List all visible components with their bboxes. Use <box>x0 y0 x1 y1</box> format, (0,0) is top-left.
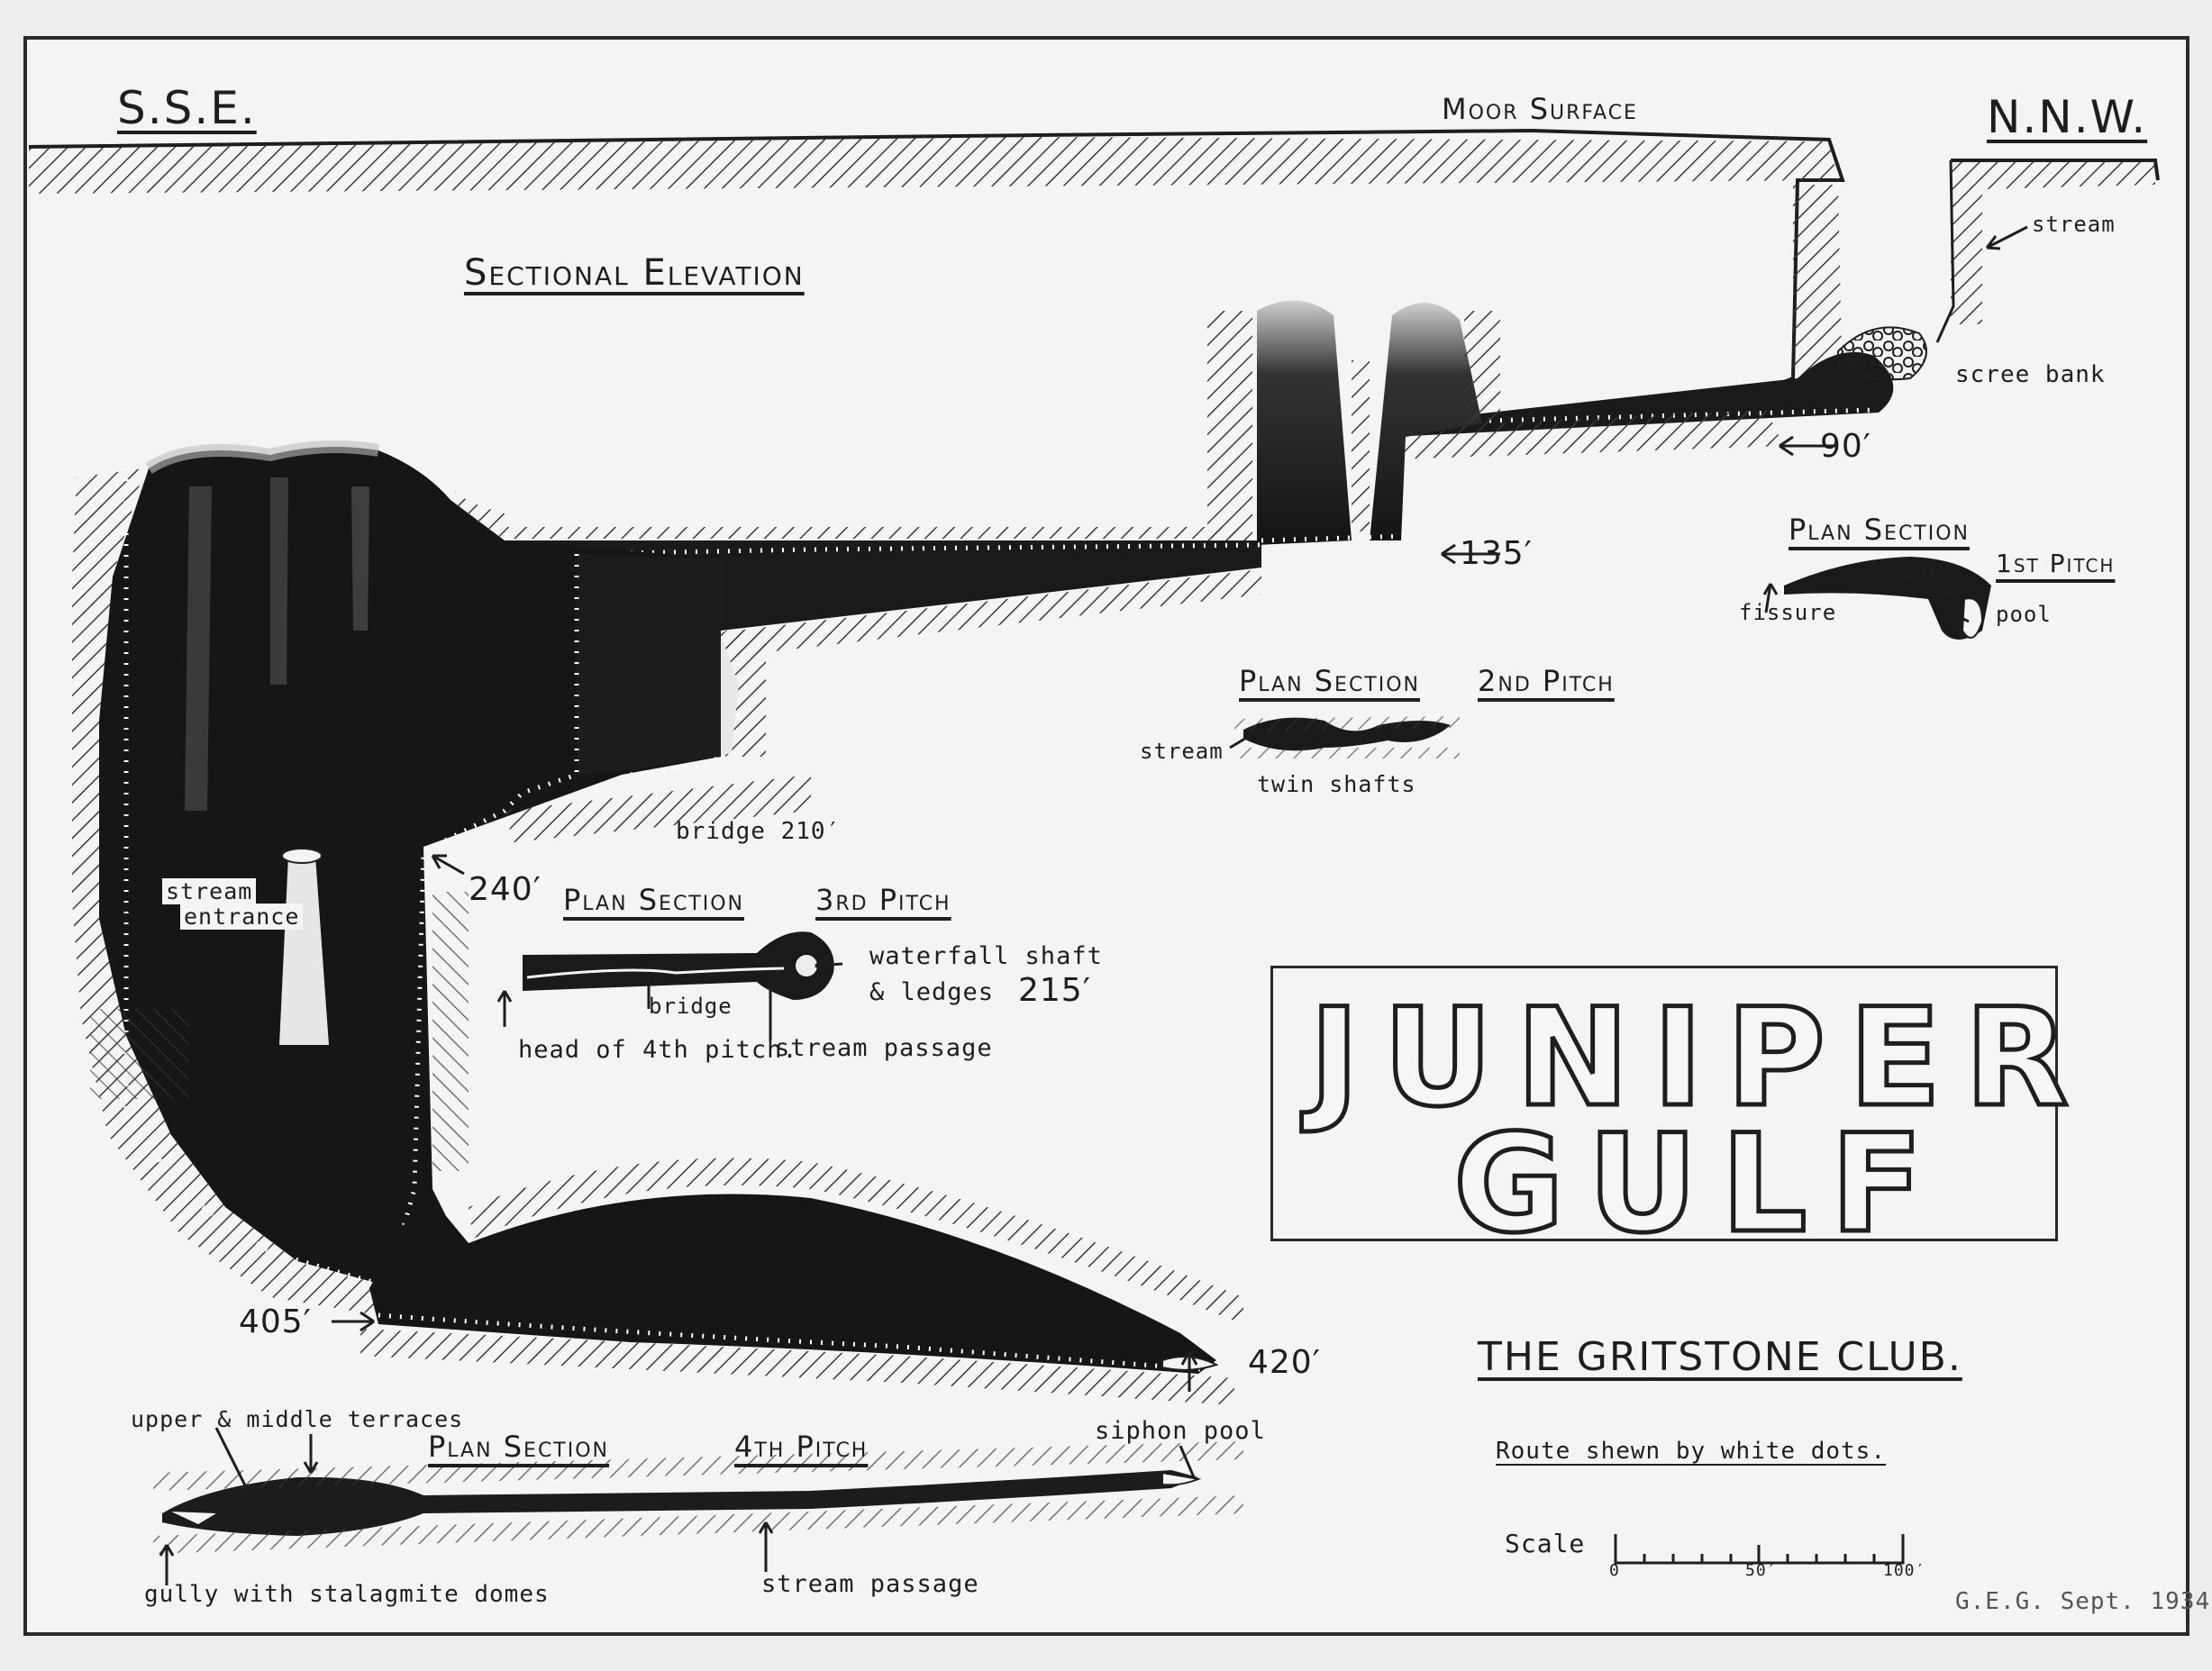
plan-4-title-b: 4th Pitch <box>734 1430 869 1464</box>
stream-entrance-label-1: stream <box>162 878 257 904</box>
fissure-label: fissure <box>1739 600 1837 625</box>
route-note: Route shewn by white dots. <box>1496 1438 1886 1465</box>
plan-1-title-b: 1st Pitch <box>1996 549 2116 578</box>
gully-label: gully with stalagmite domes <box>144 1581 550 1608</box>
waterfall-shaft-label: waterfall shaft <box>869 942 1103 970</box>
depth-135: 135′ <box>1460 535 1533 572</box>
signature: G.E.G. Sept. 1934. <box>1955 1588 2212 1615</box>
scale-tick-0: 0 <box>1609 1561 1620 1580</box>
plan-1st-pitch <box>1784 557 1991 640</box>
plan-4th-pitch <box>153 1441 1243 1554</box>
title-line-2: GULF <box>1452 1106 1946 1263</box>
plan-1-title-a: Plan Section <box>1789 513 1971 547</box>
bridge-label: bridge 210′ <box>676 818 842 845</box>
ledges-label: & ledges <box>869 978 995 1006</box>
scale-label: Scale <box>1505 1529 1586 1558</box>
title-box: JUNIPER GULF <box>1270 966 2071 1255</box>
scale-bar <box>1614 1534 1905 1565</box>
fourth-pitch-elevation <box>360 1158 1243 1405</box>
twin-shafts-label: twin shafts <box>1257 771 1416 797</box>
head-4th-pitch-label: head of 4th pitch. <box>518 1036 798 1064</box>
arrows <box>159 225 2028 1585</box>
depth-420: 420′ <box>1248 1344 1321 1381</box>
plan-3-title-b: 3rd Pitch <box>815 883 951 917</box>
direction-sse: S.S.E. <box>117 82 257 134</box>
plan-2-title-a: Plan Section <box>1239 664 1421 698</box>
depth-405: 405′ <box>239 1303 312 1340</box>
plan-3rd-pitch <box>523 931 834 1000</box>
scale-tick-100: 100′ <box>1883 1561 1926 1580</box>
stream-top-label: stream <box>2032 212 2116 237</box>
direction-nnw: N.N.W. <box>1987 91 2148 143</box>
plan-2nd-pitch <box>1234 716 1460 758</box>
terraces-label: upper & middle terraces <box>131 1406 464 1432</box>
siphon-pool-label: siphon pool <box>1095 1417 1266 1445</box>
plan-3-stream-passage-label: stream passage <box>775 1034 993 1062</box>
moor-surface <box>28 128 2160 396</box>
depth-90: 90′ <box>1820 428 1871 465</box>
plan-4-stream-passage-label: stream passage <box>761 1570 979 1598</box>
plan-4-title-a: Plan Section <box>428 1430 610 1464</box>
club-name: THE GRITSTONE CLUB. <box>1478 1334 1962 1380</box>
scree-bank-label: scree bank <box>1955 361 2106 388</box>
depth-240: 240′ <box>469 871 542 908</box>
pool-label: pool <box>1996 602 2052 627</box>
section-title: Sectional Elevation <box>464 252 805 294</box>
plan-2-title-b: 2nd Pitch <box>1478 664 1615 698</box>
first-pitch-elevation <box>1391 326 1927 459</box>
plan-3-title-a: Plan Section <box>563 883 745 917</box>
main-chamber <box>72 440 811 1315</box>
plan-3-bridge-label: bridge <box>649 994 733 1019</box>
depth-215: 215′ <box>1018 972 1091 1009</box>
scale-tick-50: 50′ <box>1745 1561 1778 1580</box>
plan-2-stream-label: stream <box>1140 739 1224 764</box>
second-pitch-shafts <box>1207 300 1500 545</box>
title-line-1: JUNIPER <box>1307 980 2092 1137</box>
moor-surface-label: Moor Surface <box>1442 92 1638 126</box>
stream-entrance-label-2: entrance <box>180 904 304 930</box>
